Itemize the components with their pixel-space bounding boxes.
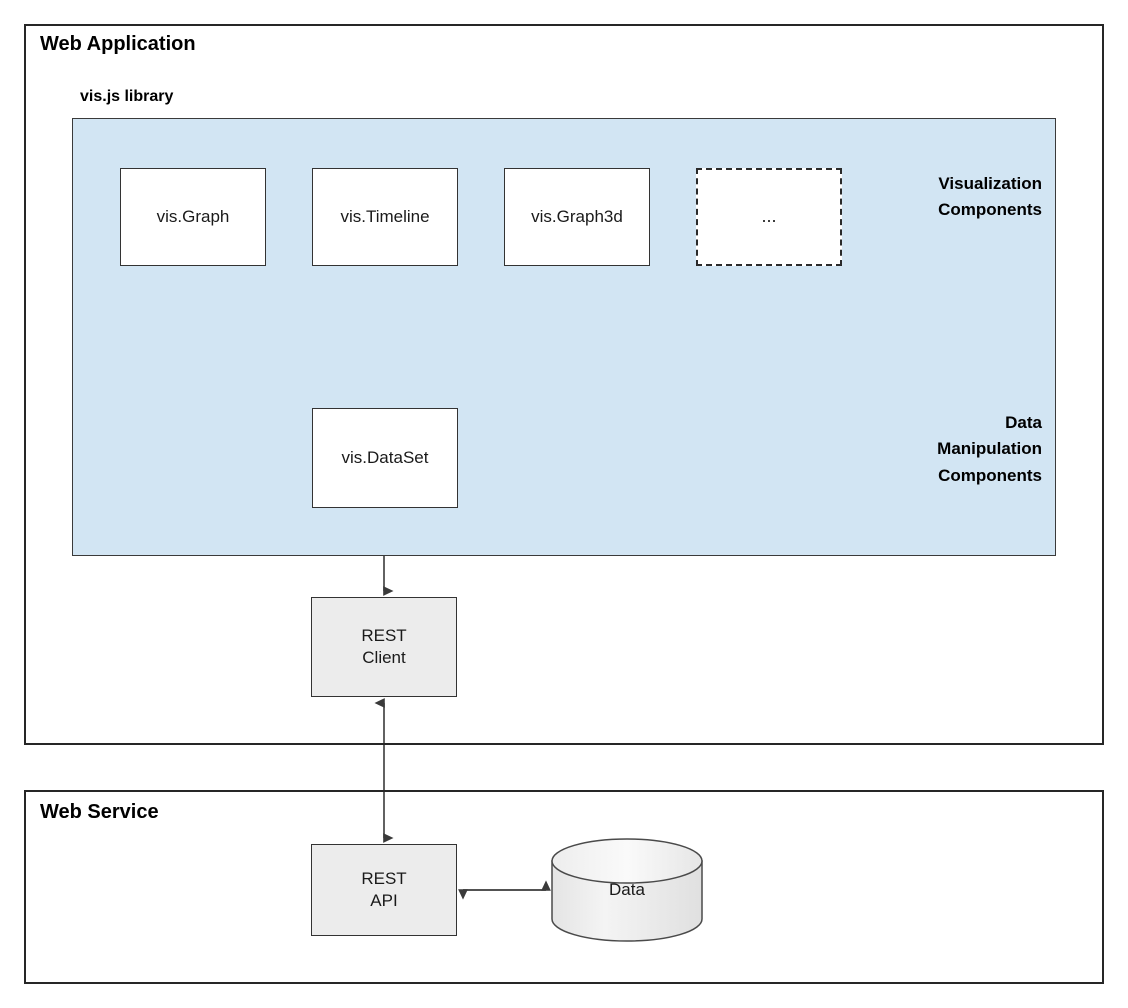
vis-js-library-title: vis.js library bbox=[80, 88, 174, 105]
node-more-components[interactable]: ... bbox=[696, 168, 842, 266]
web-application-title: Web Application bbox=[40, 33, 196, 55]
node-vis-timeline[interactable]: vis.Timeline bbox=[312, 168, 458, 266]
web-application-frame bbox=[24, 24, 1104, 745]
node-vis-graph3d[interactable]: vis.Graph3d bbox=[504, 168, 650, 266]
web-service-title: Web Service bbox=[40, 801, 159, 823]
web-service-frame bbox=[24, 790, 1104, 984]
data-manipulation-components-label: Data Manipulation Components bbox=[937, 413, 1042, 485]
node-rest-api[interactable]: REST API bbox=[311, 844, 457, 936]
node-vis-graph[interactable]: vis.Graph bbox=[120, 168, 266, 266]
node-vis-dataset[interactable]: vis.DataSet bbox=[312, 408, 458, 508]
visualization-components-label: Visualization Components bbox=[938, 174, 1042, 220]
node-rest-client[interactable]: REST Client bbox=[311, 597, 457, 697]
database-cylinder bbox=[551, 838, 703, 942]
